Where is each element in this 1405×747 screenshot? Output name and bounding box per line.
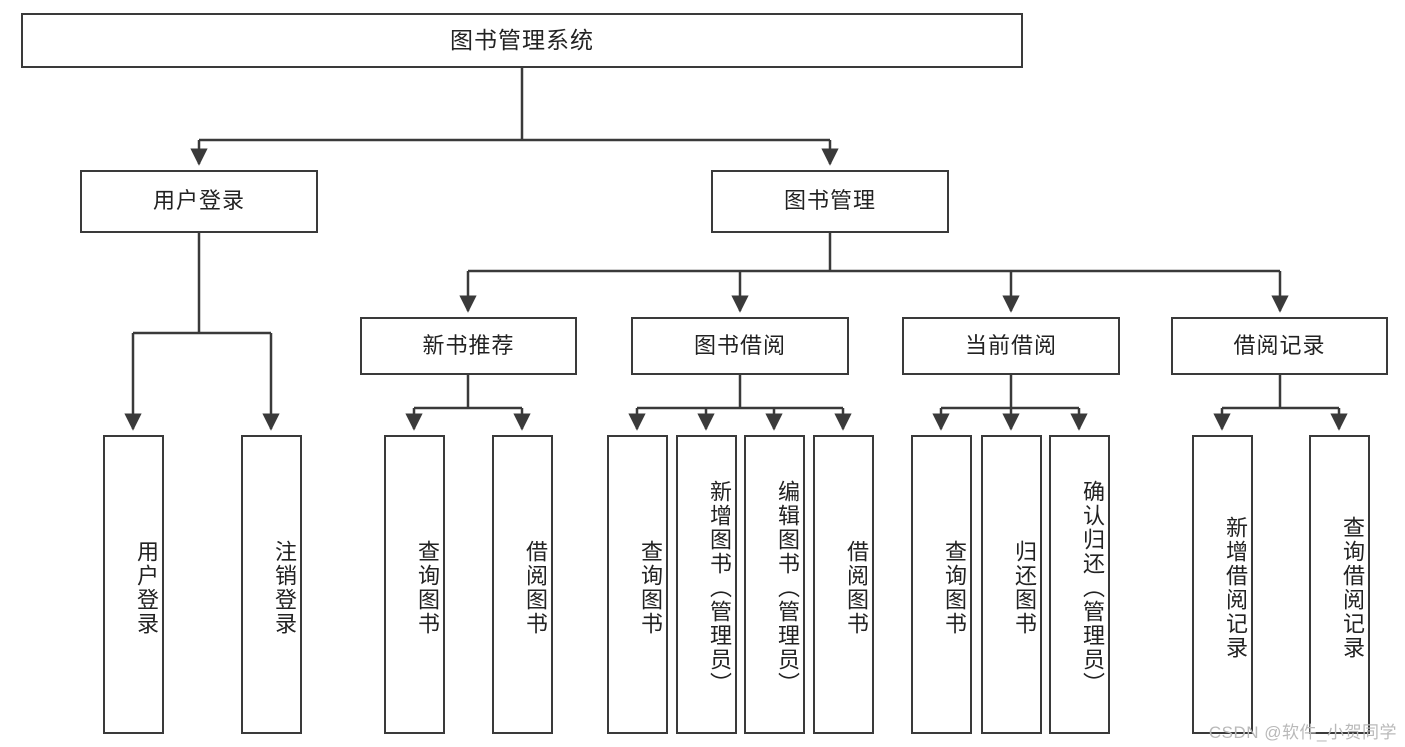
node-leaf-user-logout[interactable]: 注销登录 (241, 435, 302, 734)
node-borrow-record[interactable]: 借阅记录 (1171, 317, 1388, 375)
node-leaf-return-book[interactable]: 归还图书 (981, 435, 1042, 734)
node-user-login[interactable]: 用户登录 (80, 170, 318, 233)
node-leaf-borrow-book-2[interactable]: 借阅图书 (813, 435, 874, 734)
node-leaf-borrow-book-1[interactable]: 借阅图书 (492, 435, 553, 734)
watermark-text: CSDN @软件_小贺同学 (1208, 723, 1397, 742)
node-leaf-add-book[interactable]: 新增图书（管理员） (676, 435, 737, 734)
node-leaf-query-book-3[interactable]: 查询图书 (911, 435, 972, 734)
node-leaf-confirm-return[interactable]: 确认归还（管理员） (1049, 435, 1110, 734)
node-leaf-user-login[interactable]: 用户登录 (103, 435, 164, 734)
node-new-book-recommend[interactable]: 新书推荐 (360, 317, 577, 375)
node-leaf-query-book-2[interactable]: 查询图书 (607, 435, 668, 734)
node-leaf-query-book-1[interactable]: 查询图书 (384, 435, 445, 734)
node-book-manage[interactable]: 图书管理 (711, 170, 949, 233)
node-leaf-add-record[interactable]: 新增借阅记录 (1192, 435, 1253, 734)
node-book-borrow[interactable]: 图书借阅 (631, 317, 849, 375)
node-root[interactable]: 图书管理系统 (21, 13, 1023, 68)
node-current-borrow[interactable]: 当前借阅 (902, 317, 1120, 375)
node-leaf-edit-book[interactable]: 编辑图书（管理员） (744, 435, 805, 734)
node-leaf-query-record[interactable]: 查询借阅记录 (1309, 435, 1370, 734)
